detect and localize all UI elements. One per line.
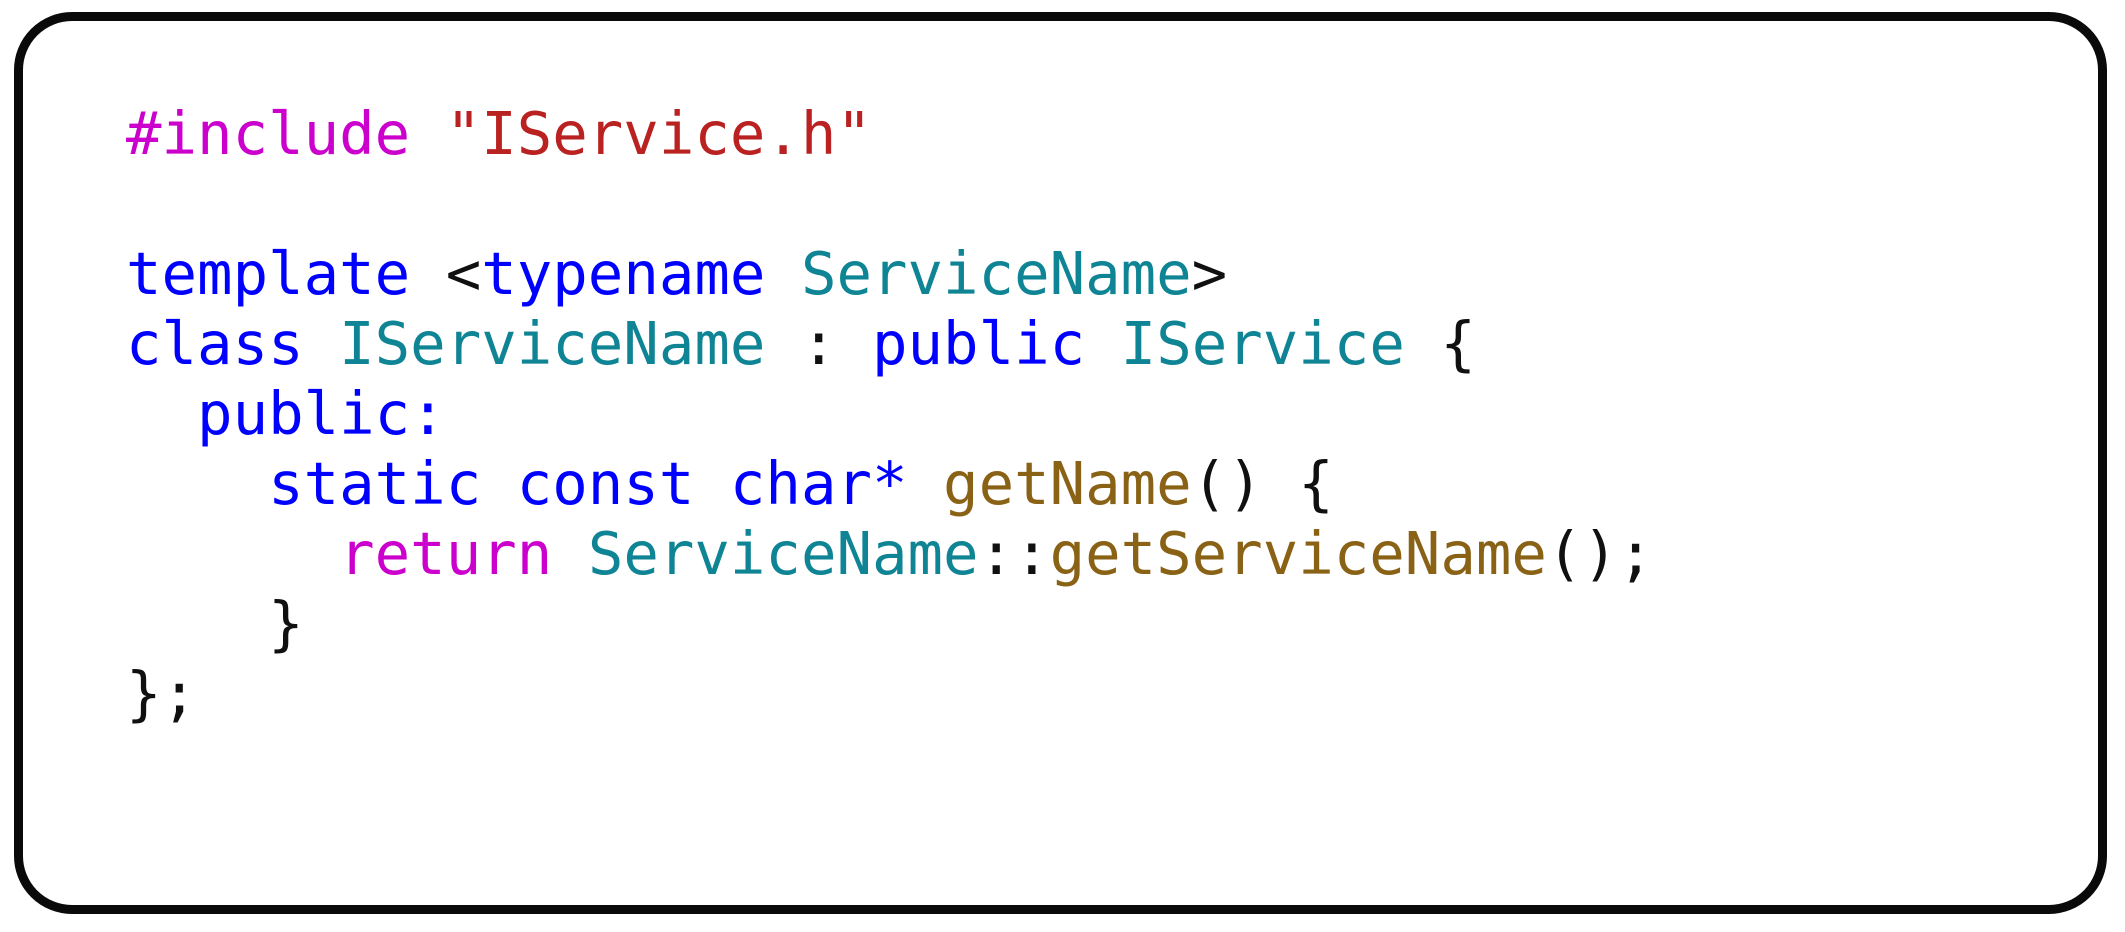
code-token-punc: > [1191,239,1228,308]
code-token-kw: public: [197,379,446,448]
code-token-kw: public [872,309,1086,378]
code-line: #include "IService.h" [126,99,1653,169]
code-token-kw: const [516,449,695,518]
code-token-kw: static [268,449,482,518]
code-line: static const char* getName() { [126,449,1653,519]
code-token-plain [1263,449,1299,518]
code-token-punc: } [268,589,304,658]
code-token-type: ServiceName [587,519,979,588]
code-line: template <typename ServiceName> [126,239,1653,309]
code-snippet-card: #include "IService.h" template <typename… [14,12,2107,914]
code-token-punc: : [800,309,837,378]
code-token-plain [765,309,801,378]
code-token-plain [908,449,944,518]
code-line: public: [126,379,1653,449]
code-token-punc: (); [1546,519,1654,588]
code-token-type: IService [1120,309,1405,378]
code-token-plain [410,239,446,308]
code-token-plain [1085,309,1121,378]
code-token-plain [481,449,517,518]
code-token-kw: class [126,309,304,378]
code-line [126,169,1653,239]
code-token-plain [836,309,872,378]
code-token-punc: () [1191,449,1263,518]
code-line: } [126,589,1653,659]
code-token-plain [410,99,446,168]
code-token-plain [304,309,340,378]
code-token-pre: #include [126,99,411,168]
code-token-plain [1405,309,1441,378]
code-token-plain [552,519,588,588]
code-token-ret: return [339,519,553,588]
code-line: return ServiceName::getServiceName(); [126,519,1653,589]
code-token-plain [694,449,730,518]
code-token-punc: { [1298,449,1334,518]
code-token-kw: char* [729,449,908,518]
code-token-type: ServiceName [800,239,1192,308]
code-token-punc: }; [126,659,198,728]
code-token-punc: :: [978,519,1050,588]
code-token-plain [765,239,801,308]
code-line: }; [126,659,1653,729]
code-token-str: "IService.h" [445,99,872,168]
code-token-fn: getServiceName [1049,519,1547,588]
code-token-kw: typename [481,239,766,308]
code-content: #include "IService.h" template <typename… [126,99,1653,729]
code-token-kw: template [126,239,411,308]
code-line: class IServiceName : public IService { [126,309,1653,379]
code-block[interactable]: #include "IService.h" template <typename… [126,99,1653,729]
code-token-punc: { [1440,309,1476,378]
code-token-punc: < [445,239,482,308]
code-token-type: IServiceName [339,309,766,378]
code-token-fn: getName [943,449,1192,518]
